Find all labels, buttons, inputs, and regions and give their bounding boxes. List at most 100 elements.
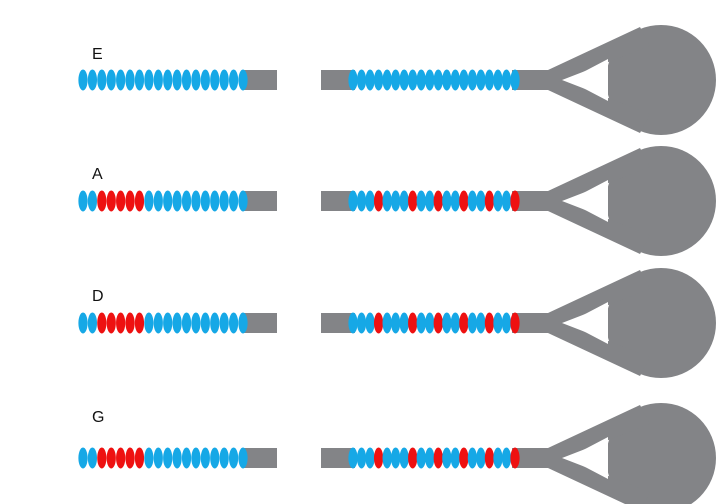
row-e-right-bead (501, 69, 512, 91)
row-a-right-bead-marked (408, 190, 418, 212)
row-e-left-bead (134, 69, 145, 91)
row-e-right-bead (450, 69, 460, 91)
row-e-right-bead (356, 69, 367, 91)
row-g-right-bead (501, 447, 512, 469)
row-a-left-bead (144, 190, 154, 212)
row-e-left-bead (97, 69, 107, 91)
row-d-right-bead-marked (459, 312, 469, 334)
row-e-right-bead (484, 69, 495, 91)
row-g-right-bead (416, 447, 426, 469)
row-a-right-bead (467, 190, 477, 212)
row-a-left-bead-marked (134, 190, 145, 212)
row-e-right-rod-start (321, 70, 355, 90)
row-d-right-rod-end (512, 313, 552, 333)
row-a-right-bead (493, 190, 503, 212)
row-e-right-bead (510, 69, 520, 91)
row-e-loop-eye (568, 59, 608, 101)
row-g-right-bead (442, 447, 452, 469)
row-a-right-bead (442, 190, 452, 212)
row-d-left-bead (172, 312, 182, 334)
row-d-right-bead (382, 312, 392, 334)
row-e-left-bead (172, 69, 182, 91)
row-e-loop-arms (548, 27, 650, 133)
row-e-left-bead (78, 69, 88, 91)
row-d-left-bead (210, 312, 220, 334)
row-g-right-bead (425, 447, 435, 469)
row-d-left-bead-marked (106, 312, 116, 334)
row-g-left-bead (238, 447, 248, 469)
row-a-left-bead (153, 190, 163, 212)
row-d-left-bead (200, 312, 210, 334)
row-d-right-bead-marked (510, 312, 520, 334)
row-a-left-bead-marked (97, 190, 107, 212)
row-a-loop-eye (568, 180, 608, 222)
row-e-left-bead (200, 69, 210, 91)
row-a-right-bead (391, 190, 401, 212)
row-e-right-bead (399, 69, 409, 91)
row-g-right-bead (348, 447, 358, 469)
row-d-right-bead (467, 312, 477, 334)
row-g-right-bead-marked (408, 447, 418, 469)
row-e-left-bead (181, 69, 192, 91)
row-d-right-bead (501, 312, 512, 334)
row-d-right-bead (493, 312, 503, 334)
row-a-left-bead (238, 190, 248, 212)
row-label-a: A (92, 166, 103, 183)
row-e-left-bead (238, 69, 248, 91)
row-g-right-rod-start (321, 448, 355, 468)
row-g-loop-eye (568, 437, 608, 479)
row-d-right-bead (416, 312, 426, 334)
row-g-right-bead-marked (510, 447, 520, 469)
row-a-right-bead-marked (484, 190, 495, 212)
row-g-left-bead (163, 447, 173, 469)
row-e-right-bead (467, 69, 477, 91)
row-g-left-bead-marked (116, 447, 126, 469)
row-e-left-bead (219, 69, 229, 91)
row-d-left-bead-marked (116, 312, 126, 334)
row-d-left-bead-marked (97, 312, 107, 334)
row-g-right-bead-marked (433, 447, 443, 469)
row-d-right-bead-marked (433, 312, 443, 334)
row-label-g: G (92, 409, 105, 426)
row-g-left-rod (244, 448, 277, 468)
row-g-left-bead (219, 447, 229, 469)
row-g-left-bead-marked (97, 447, 107, 469)
row-d-right-bead (365, 312, 375, 334)
row-d-left-bead-marked (125, 312, 135, 334)
row-e-right-bead (348, 69, 358, 91)
row-e-right-bead (382, 69, 392, 91)
row-e-right-rod-end (512, 70, 552, 90)
row-e-loop-head (606, 25, 716, 135)
row-a-left-bead (163, 190, 173, 212)
row-a-right-bead-marked (433, 190, 443, 212)
row-label-e: E (92, 46, 103, 63)
row-e-left-bead (125, 69, 135, 91)
row-d-left-bead (181, 312, 192, 334)
row-a-left-bead-marked (106, 190, 116, 212)
row-g-left-bead (210, 447, 220, 469)
row-d-left-bead (144, 312, 154, 334)
row-g-right-bead (382, 447, 392, 469)
row-d-left-bead (238, 312, 248, 334)
row-g-right-bead-marked (459, 447, 469, 469)
row-g-left-bead (172, 447, 182, 469)
row-d-left-bead (219, 312, 229, 334)
row-e-left-bead (153, 69, 163, 91)
row-e-right-bead (493, 69, 503, 91)
row-g-left-bead (191, 447, 201, 469)
row-g-right-bead (467, 447, 477, 469)
row-d-right-bead (391, 312, 401, 334)
row-a-left-bead-marked (116, 190, 126, 212)
row-a-right-bead (501, 190, 512, 212)
row-e-left-bead (106, 69, 116, 91)
row-a-right-bead (348, 190, 358, 212)
row-e-right-bead (365, 69, 375, 91)
row-e-right-bead (391, 69, 401, 91)
row-d-left-bead (163, 312, 173, 334)
row-d-loop-arms (548, 270, 650, 376)
row-e-right-bead (408, 69, 418, 91)
row-a-left-bead (200, 190, 210, 212)
row-a-right-bead-marked (510, 190, 520, 212)
row-a-right-bead (399, 190, 409, 212)
